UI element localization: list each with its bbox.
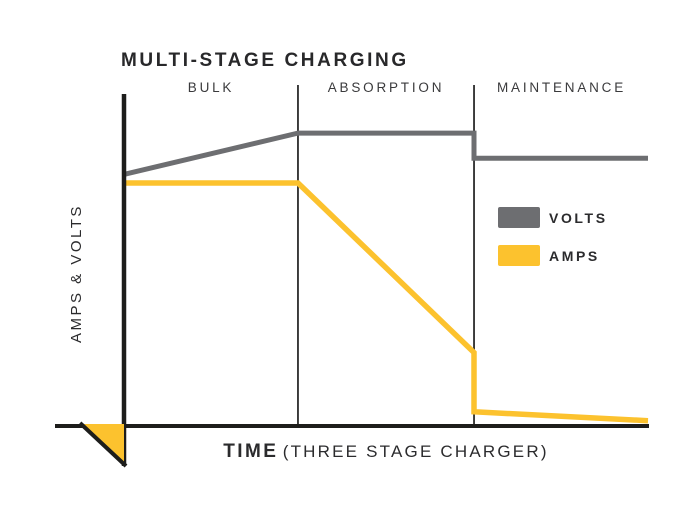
origin-triangle-edge bbox=[78, 421, 128, 468]
series-layer bbox=[123, 85, 649, 426]
x-axis-label-main: TIME bbox=[223, 441, 279, 462]
stage-label-bulk: BULK bbox=[187, 80, 235, 95]
amps-swatch bbox=[498, 245, 540, 266]
y-axis-label: AMPS & VOLTS bbox=[68, 204, 85, 343]
legend: VOLTS AMPS bbox=[498, 207, 608, 283]
stage-label-absorption: ABSORPTION bbox=[327, 80, 445, 95]
legend-row-amps: AMPS bbox=[498, 245, 608, 266]
x-axis-label-sub: (THREE STAGE CHARGER) bbox=[282, 442, 549, 461]
chart-title: MULTI-STAGE CHARGING bbox=[121, 50, 409, 71]
amps-line bbox=[124, 180, 649, 424]
legend-row-volts: VOLTS bbox=[498, 207, 608, 228]
axes-layer bbox=[55, 94, 649, 468]
x-axis-label: TIME (THREE STAGE CHARGER) bbox=[124, 441, 648, 463]
volts-line bbox=[123, 130, 648, 177]
volts-swatch bbox=[498, 207, 540, 228]
amps-legend-label: AMPS bbox=[549, 247, 600, 264]
volts-legend-label: VOLTS bbox=[549, 209, 608, 226]
stage-label-maintenance: MAINTENANCE bbox=[496, 80, 627, 95]
